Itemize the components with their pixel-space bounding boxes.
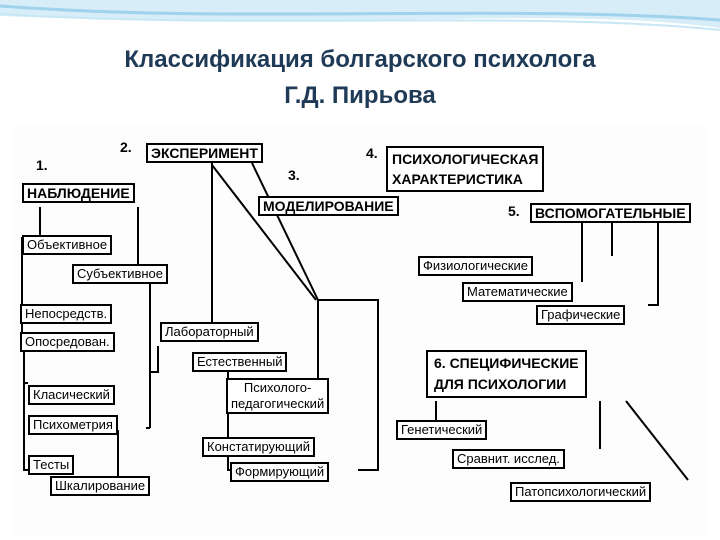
node-indirect: Опосредован.	[20, 332, 115, 352]
node-psych-characteristic: ПСИХОЛОГИЧЕСКАЯ ХАРАКТЕРИСТИКА	[386, 146, 545, 192]
node-laboratory: Лабораторный	[160, 322, 259, 342]
node-specific: 6. СПЕЦИФИЧЕСКИЕ ДЛЯ ПСИХОЛОГИИ	[426, 350, 587, 398]
node-psych-ped: Психолого- педагогический	[226, 378, 330, 414]
number-1: 1.	[36, 157, 48, 173]
node-char-line1: ПСИХОЛОГИЧЕСКАЯ	[392, 151, 539, 167]
node-classic: Класический	[28, 385, 115, 405]
number-4: 4.	[366, 145, 378, 161]
node-auxiliary: ВСПОМОГАТЕЛЬНЫЕ	[530, 203, 691, 223]
title-line-2: Г.Д. Пирьова	[284, 82, 436, 109]
node-specific-line1: 6. СПЕЦИФИЧЕСКИЕ	[434, 355, 579, 371]
node-psych-ped-line2: педагогический	[231, 396, 325, 411]
number-3: 3.	[288, 167, 300, 183]
node-psychometry: Психометрия	[28, 415, 118, 435]
node-graphic: Графические	[536, 305, 626, 325]
title-line-1: Классификация болгарского психолога	[124, 46, 596, 73]
node-modeling: МОДЕЛИРОВАНИЕ	[258, 196, 399, 216]
node-experiment: ЭКСПЕРИМЕНТ	[146, 143, 263, 163]
node-physiological: Физиологические	[418, 256, 533, 276]
number-2: 2.	[120, 139, 132, 155]
node-tests: Тесты	[28, 455, 75, 475]
node-subjective: Субъективное	[72, 264, 168, 284]
node-natural: Естественный	[192, 352, 288, 372]
node-observation: НАБЛЮДЕНИЕ	[22, 183, 135, 203]
node-objective: Объективное	[22, 235, 113, 255]
node-direct: Непосредств.	[20, 304, 113, 324]
node-comparative: Сравнит. исслед.	[452, 449, 565, 469]
node-ascertaining: Констатирующий	[202, 437, 316, 457]
node-forming: Формирующий	[230, 462, 330, 482]
node-specific-line2: ДЛЯ ПСИХОЛОГИИ	[434, 376, 567, 392]
node-pathopsych: Патопсихологический	[510, 482, 652, 502]
number-5: 5.	[508, 203, 520, 219]
node-char-line2: ХАРАКТЕРИСТИКА	[392, 171, 523, 187]
node-psych-ped-line1: Психолого-	[243, 380, 312, 395]
node-genetic: Генетический	[396, 420, 488, 440]
node-mathematical: Математические	[462, 282, 573, 302]
node-scaling: Шкалирование	[50, 476, 151, 496]
header-banner	[0, 0, 720, 31]
